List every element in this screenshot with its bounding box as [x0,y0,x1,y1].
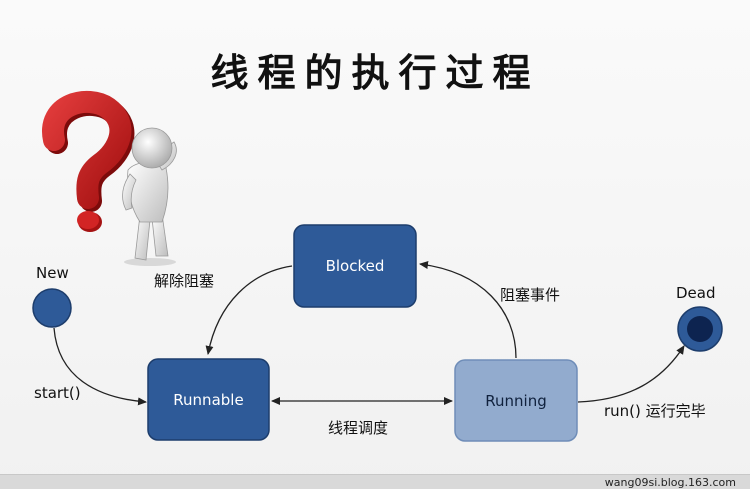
node-new [32,288,72,328]
node-running [454,359,578,442]
footer-credit: wang09si.blog.163.com [604,476,736,489]
edge-unblock-label: 解除阻塞 [154,272,215,290]
node-running-label: Running [485,391,547,410]
node-dead-label: Dead [676,284,716,302]
footer-bar: wang09si.blog.163.com [0,474,750,489]
node-blocked-label: Blocked [325,257,385,275]
question-mark-icon [42,90,135,232]
edge-new-to-runnable [53,327,147,406]
edge-block-event-label: 阻塞事件 [500,286,561,304]
thinking-figure-icon [122,127,177,266]
edge-schedule-label: 线程调度 [328,419,389,437]
page-title: 线程的执行过程 [210,50,540,95]
node-runnable-label: Runnable [173,390,244,409]
edge-blocked-to-runnable [205,265,293,355]
node-dead [677,306,723,352]
edge-finish-label: run() 运行完毕 [604,402,706,420]
edge-running-to-blocked [419,261,517,359]
node-new-label: New [36,264,69,282]
node-runnable [147,358,270,441]
node-blocked [293,224,417,308]
edge-start-label: start() [34,384,81,402]
edge-running-to-dead [577,345,685,403]
